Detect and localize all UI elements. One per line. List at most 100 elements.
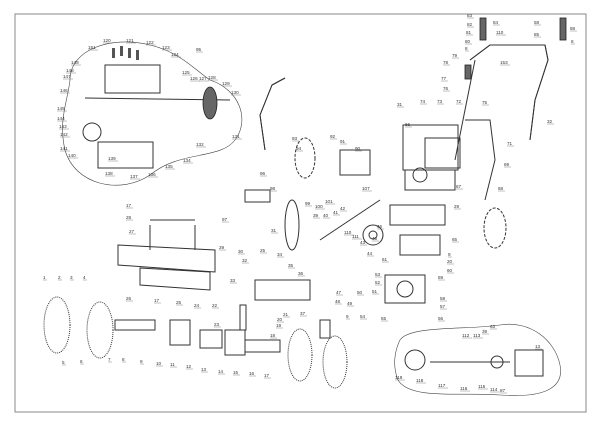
callout-label: 16 [249,371,255,376]
callout-label: 148 [66,68,74,73]
callout-label: 85 [534,32,540,37]
callout-label: 48 [335,299,341,304]
callout-label: 25 [260,248,266,253]
engine [402,124,461,191]
callout-label: 41 [333,210,339,215]
gearbox-detail-top-left [62,41,243,186]
callout-label: 97 [222,217,228,222]
callout-label: 69 [504,162,510,167]
callout-label: 116 [460,386,468,391]
callout-label: 35 [288,263,294,268]
callout-label: 27 [129,229,135,234]
callout-label: 15 [233,370,239,375]
callout-label: 138 [105,171,113,176]
callout-label: 81 [466,30,472,35]
callout-label: 141 [60,146,68,151]
callout-label: 32 [547,119,553,124]
callout-label: 76 [443,86,449,91]
callout-label: 68 [498,186,504,191]
callout-label: 90 [355,146,361,151]
callout-label: 7 [108,357,111,362]
callout-label: 13 [201,367,207,372]
callout-label: 130 [231,90,239,95]
callout-label: 144 [57,116,65,121]
callout-label: 29 [219,245,225,250]
callout-label: 77 [441,76,447,81]
axle-housing [254,279,311,301]
callout-label: 4 [83,275,86,280]
transport-wheels [43,296,348,389]
callout-label: 71 [507,141,513,146]
callout-label: 115 [478,384,486,389]
callout-label: 125 [182,70,190,75]
callout-label: 22 [212,303,218,308]
callout-label: 49 [347,301,353,306]
drawing-frame [14,13,587,413]
callout-label: 107 [362,186,370,191]
callout-label: 2 [58,275,61,280]
callout-label: 92 [330,134,336,139]
callout-label: 57 [440,304,446,309]
callout-label: 8 [122,357,125,362]
callout-label: 131 [232,134,240,139]
callout-label: 93 [292,136,298,141]
callout-label: 84 [493,20,499,25]
callout-label: 143 [59,124,67,129]
steering-column [244,77,286,203]
callout-label: 34 [277,252,283,257]
tine-wheel-left [294,137,316,179]
callout-label: 31 [271,228,277,233]
callout-label: 24 [194,303,200,308]
callout-label: 74 [420,99,426,104]
callout-label: 72 [456,99,462,104]
engine-base-plate [384,204,446,304]
callout-label: 20 [277,317,283,322]
callout-label: 111 [352,234,359,239]
callout-label: 54 [360,314,366,319]
callout-label: 94 [296,146,302,151]
callout-label: 1 [43,275,46,280]
tine-wheel-right [483,207,507,249]
callout-label: 153 [500,60,508,65]
callout-label: 17 [264,373,270,378]
handlebar-assembly [454,17,567,201]
callout-label: 26 [126,296,132,301]
callout-label: 99 [305,201,311,206]
callout-label: 100 [315,204,323,209]
callout-label: 134 [183,158,191,163]
callout-label: 9 [448,252,451,257]
callout-label: 78 [443,60,449,65]
callout-label: 58 [440,296,446,301]
callout-label: 140 [68,153,76,158]
callout-label: 139 [108,156,116,161]
callout-label: 96 [260,171,266,176]
callout-label: 13 [535,344,541,349]
callout-label: 39 [313,213,319,218]
callout-label: 112 [462,333,470,338]
callout-label: 83 [467,13,473,18]
callout-label: 3 [70,275,73,280]
callout-label: 25 [176,300,182,305]
callout-label: 63 [490,324,496,329]
callout-label: 58 [534,20,540,25]
callout-label: 66 [405,122,411,127]
callout-label: 9 [140,359,143,364]
callout-label: 29 [454,204,460,209]
callout-label: 75 [482,100,488,105]
callout-label: 8 [465,46,468,51]
callout-label: 132 [196,142,204,147]
callout-label: 33 [230,278,236,283]
callout-label: 17 [154,298,160,303]
callout-label: 39 [482,329,488,334]
callout-label: 60 [447,268,453,273]
callout-label: 117 [438,383,446,388]
callout-label: 145 [57,106,65,111]
callout-label: 50 [357,290,363,295]
callout-label: 98 [270,186,276,191]
callout-label: 110 [496,30,504,35]
callout-label: 45 [372,236,378,241]
callout-label: 61 [382,257,388,262]
callout-label: 91 [340,139,346,144]
